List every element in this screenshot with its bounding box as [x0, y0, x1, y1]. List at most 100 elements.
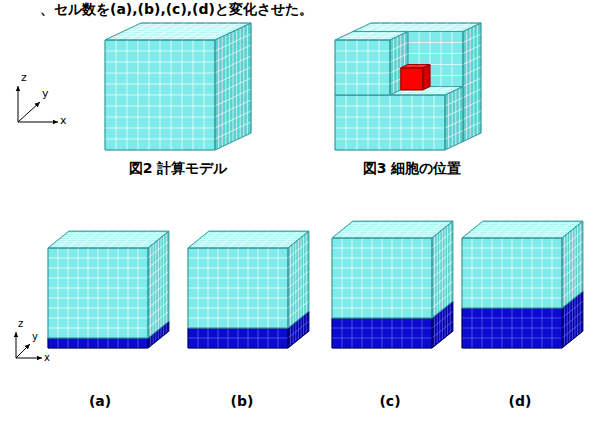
grid-line [293, 324, 294, 344]
grid-line [441, 23, 459, 32]
grid-line [188, 278, 288, 279]
grid-line [580, 293, 581, 333]
grid-line [375, 23, 393, 32]
grid-line [473, 26, 474, 136]
grid-line [462, 258, 562, 259]
grid-line [450, 303, 451, 333]
grid-line [48, 308, 148, 309]
grid-line [475, 227, 575, 228]
grid-line [119, 33, 229, 34]
grid-line [188, 288, 288, 289]
subfigure-label: (a) [89, 393, 111, 409]
grid-line [434, 236, 435, 316]
grid-line [108, 248, 109, 338]
subfigure-label: (b) [231, 393, 254, 409]
grid-line [98, 248, 99, 338]
grid-line [236, 30, 237, 140]
cube-face [288, 231, 309, 328]
grid-line [240, 28, 241, 138]
grid-line [455, 90, 456, 145]
grid-line [332, 338, 432, 339]
grid-line [290, 246, 291, 326]
grid-line [243, 26, 244, 136]
cube-face [462, 238, 562, 308]
grid-line [332, 308, 432, 309]
grid-line [345, 227, 445, 228]
grid-line [379, 32, 397, 41]
grid-line [379, 40, 380, 95]
cube-face [335, 40, 390, 95]
grid-line [188, 268, 288, 269]
grid-line [390, 54, 408, 63]
layered-cube [48, 231, 169, 348]
grid-line [58, 248, 59, 338]
grid-line [352, 318, 353, 348]
grid-line [109, 38, 219, 39]
grid-line [295, 242, 296, 322]
grid-line [470, 231, 570, 232]
grid-line [346, 34, 401, 35]
grid-line [445, 308, 446, 338]
grid-line [397, 23, 415, 32]
grid-line [56, 241, 156, 242]
grid-line [332, 268, 432, 269]
grid-line [188, 258, 288, 259]
grid-line [482, 238, 483, 308]
grid-line [572, 300, 573, 340]
grid-line [472, 229, 572, 230]
cell-block [335, 87, 463, 151]
grid-line [88, 338, 89, 348]
cube-face [105, 40, 215, 150]
axis-label: x [44, 352, 50, 364]
grid-line [462, 328, 562, 329]
grid-line [332, 278, 432, 279]
grid-line [480, 223, 580, 224]
grid-line [412, 318, 413, 348]
grid-line [357, 95, 358, 150]
axis-label: y [42, 88, 49, 101]
grid-line [66, 233, 166, 234]
cube-edge [463, 23, 481, 142]
grid-line [404, 66, 426, 67]
grid-line [445, 109, 463, 118]
cube-edge [188, 248, 288, 328]
cell-block [335, 32, 408, 96]
grid-line [155, 332, 156, 342]
grid-line [426, 66, 427, 88]
grid-line [437, 234, 438, 314]
grid-line [293, 244, 294, 324]
grid-line [439, 232, 440, 312]
grid-line [346, 95, 347, 150]
cube-face [401, 68, 423, 90]
grid-line [163, 235, 164, 325]
grid-line [342, 318, 343, 348]
grid-line [48, 258, 148, 259]
cube-face [462, 308, 562, 348]
figure-caption: 図3 細胞の位置 [363, 160, 462, 176]
grid-line [116, 34, 226, 35]
cube-edge [432, 221, 453, 318]
grid-line [295, 322, 296, 342]
grid-line [137, 24, 247, 25]
grid-line [138, 248, 139, 338]
grid-line [512, 238, 513, 308]
grid-line [196, 241, 296, 242]
grid-line [128, 248, 129, 338]
grid-line [532, 238, 533, 308]
grid-line [392, 318, 393, 348]
grid-line [58, 239, 158, 240]
grid-line [105, 95, 215, 96]
grid-line [301, 318, 302, 338]
grid-line [445, 131, 463, 140]
grid-line [397, 37, 398, 92]
grid-line [439, 312, 440, 342]
grid-line [188, 298, 288, 299]
grid-line [118, 338, 119, 348]
grid-line [51, 245, 151, 246]
cube-edge [215, 23, 251, 150]
grid-line [233, 32, 234, 142]
grid-line [61, 237, 161, 238]
grid-line [382, 318, 383, 348]
grid-line [450, 223, 451, 303]
grid-line [408, 23, 426, 32]
